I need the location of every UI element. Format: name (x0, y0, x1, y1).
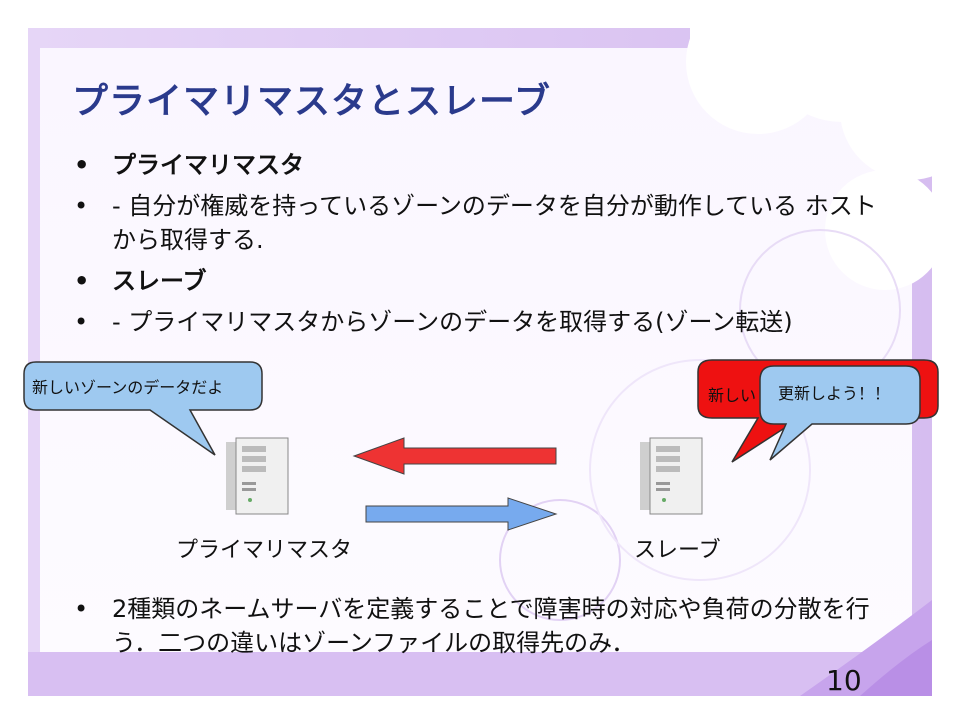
slave-server-icon (640, 437, 703, 515)
bullet-slave-desc: - プライマリマスタからゾーンのデータを取得する(ゾーン転送) (72, 305, 892, 339)
blue-right-arrow (365, 497, 558, 531)
page-number: 10 (826, 664, 862, 697)
red-left-arrow (352, 437, 557, 475)
left-bubble-text: 新しいゾーンのデータだよ (32, 378, 224, 397)
left-speech-bubble (23, 361, 263, 456)
summary-bullet-list: 2種類のネームサーバを定義することで障害時の対応や負荷の分散を行う．二つの違いは… (72, 592, 892, 660)
bullet-slave: スレーブ (72, 264, 892, 298)
primary-master-label: プライマリマスタ (176, 538, 353, 563)
right-speech-bubble-front (759, 365, 921, 461)
slide-title: プライマリマスタとスレーブ (72, 81, 551, 122)
right-back-bubble-text: 新しい (708, 386, 757, 405)
right-front-bubble-text: 更新しよう！！ (778, 384, 891, 403)
bullet-primary-master-desc: - 自分が権威を持っているゾーンのデータを自分が動作している ホストから取得する… (72, 189, 892, 257)
bullet-primary-master: プライマリマスタ (72, 148, 892, 182)
primary-master-server-icon (226, 437, 289, 515)
bullet-list: プライマリマスタ - 自分が権威を持っているゾーンのデータを自分が動作している … (72, 148, 892, 346)
slave-label: スレーブ (634, 538, 721, 563)
summary-bullet: 2種類のネームサーバを定義することで障害時の対応や負荷の分散を行う．二つの違いは… (72, 592, 892, 660)
